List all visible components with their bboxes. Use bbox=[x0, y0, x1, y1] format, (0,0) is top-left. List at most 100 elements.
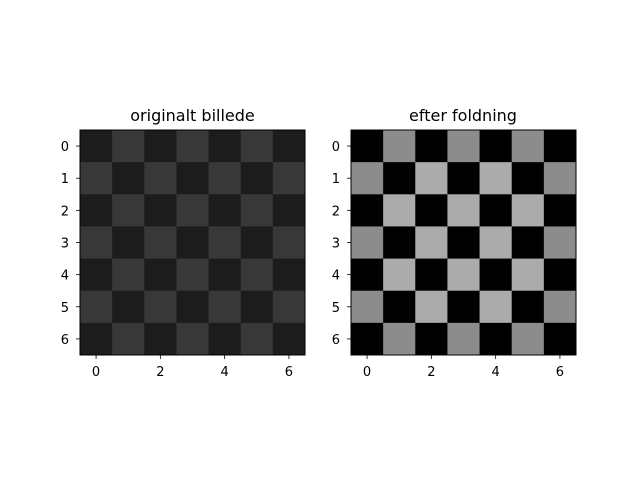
heatmap-cell-r1-c1 bbox=[112, 162, 145, 195]
heatmap-cell-r4-c6 bbox=[272, 258, 306, 292]
y-tick-label: 6 bbox=[61, 333, 69, 348]
heatmap-cell-r2-c0 bbox=[80, 194, 113, 227]
heatmap-cell-r0-c2 bbox=[144, 130, 177, 163]
y-tick-label: 1 bbox=[61, 172, 69, 187]
heatmap-cell-r6-c2 bbox=[144, 322, 177, 356]
heatmap-cell-r1-c2 bbox=[144, 162, 177, 195]
heatmap-cell-r5-c5 bbox=[240, 290, 274, 324]
heatmap-cell-r3-c6 bbox=[543, 226, 577, 259]
heatmap-cell-r5-c0 bbox=[80, 290, 113, 324]
heatmap-cell-r3-c5 bbox=[511, 226, 545, 259]
heatmap-cell-r0-c6 bbox=[543, 130, 577, 163]
heatmap-cell-r1-c5 bbox=[240, 162, 274, 195]
heatmap-cell-r5-c1 bbox=[112, 290, 145, 324]
heatmap-cell-r3-c2 bbox=[144, 226, 177, 259]
heatmap-cell-r5-c4 bbox=[208, 290, 242, 324]
heatmap-cell-r6-c1 bbox=[112, 322, 145, 356]
heatmap-cell-r0-c3 bbox=[447, 130, 480, 163]
y-tick-label: 5 bbox=[332, 301, 340, 316]
heatmap-cell-r6-c1 bbox=[383, 322, 416, 356]
heatmap-cell-r4-c4 bbox=[479, 258, 513, 292]
heatmap-cell-r3-c4 bbox=[479, 226, 513, 259]
heatmap-cell-r3-c2 bbox=[415, 226, 448, 259]
heatmap-cell-r2-c0 bbox=[351, 194, 384, 227]
heatmap-cell-r2-c4 bbox=[208, 194, 242, 227]
heatmap-cell-r0-c0 bbox=[351, 130, 384, 163]
x-tick-label: 2 bbox=[156, 365, 164, 380]
heatmap-cell-r4-c2 bbox=[144, 258, 177, 292]
heatmap-cell-r5-c6 bbox=[272, 290, 306, 324]
x-tick-label: 0 bbox=[363, 365, 371, 380]
heatmap-cell-r2-c3 bbox=[447, 194, 480, 227]
y-tick-label: 0 bbox=[61, 140, 69, 155]
heatmap-cell-r1-c0 bbox=[80, 162, 113, 195]
y-tick-label: 3 bbox=[61, 237, 69, 252]
heatmap-cell-r2-c6 bbox=[543, 194, 577, 227]
heatmap-cell-r6-c5 bbox=[240, 322, 274, 356]
panel-original-title: originalt billede bbox=[130, 106, 255, 125]
y-tick-label: 2 bbox=[332, 204, 340, 219]
y-tick-label: 5 bbox=[61, 301, 69, 316]
heatmap-cell-r4-c5 bbox=[511, 258, 545, 292]
heatmap-cell-r0-c5 bbox=[511, 130, 545, 163]
heatmap-cell-r6-c3 bbox=[447, 322, 480, 356]
heatmap-cell-r3-c3 bbox=[176, 226, 209, 259]
heatmap-cell-r5-c6 bbox=[543, 290, 577, 324]
heatmap-cell-r1-c4 bbox=[208, 162, 242, 195]
heatmap-cell-r3-c0 bbox=[80, 226, 113, 259]
heatmap-cell-r5-c2 bbox=[415, 290, 448, 324]
heatmap-cell-r4-c1 bbox=[112, 258, 145, 292]
x-tick-label: 2 bbox=[427, 365, 435, 380]
y-tick-label: 2 bbox=[61, 204, 69, 219]
heatmap-cell-r0-c5 bbox=[240, 130, 274, 163]
heatmap-cell-r0-c6 bbox=[272, 130, 306, 163]
heatmap-cell-r2-c5 bbox=[511, 194, 545, 227]
heatmap-cell-r6-c0 bbox=[80, 322, 113, 356]
heatmap-cell-r5-c3 bbox=[447, 290, 480, 324]
heatmap-cell-r5-c0 bbox=[351, 290, 384, 324]
x-tick-label: 4 bbox=[221, 365, 229, 380]
heatmap-cell-r3-c1 bbox=[383, 226, 416, 259]
heatmap-cell-r6-c6 bbox=[543, 322, 577, 356]
panel-convolved-cells bbox=[351, 130, 577, 356]
heatmap-cell-r2-c2 bbox=[144, 194, 177, 227]
heatmap-cell-r1-c4 bbox=[479, 162, 513, 195]
heatmap-cell-r0-c0 bbox=[80, 130, 113, 163]
y-tick-label: 6 bbox=[332, 333, 340, 348]
heatmap-cell-r1-c0 bbox=[351, 162, 384, 195]
heatmap-cell-r5-c2 bbox=[144, 290, 177, 324]
heatmap-cell-r3-c0 bbox=[351, 226, 384, 259]
heatmap-cell-r5-c1 bbox=[383, 290, 416, 324]
y-tick-label: 0 bbox=[332, 140, 340, 155]
heatmap-cell-r5-c3 bbox=[176, 290, 209, 324]
heatmap-cell-r1-c1 bbox=[383, 162, 416, 195]
heatmap-cell-r0-c3 bbox=[176, 130, 209, 163]
heatmap-cell-r6-c2 bbox=[415, 322, 448, 356]
y-tick-label: 3 bbox=[332, 237, 340, 252]
heatmap-cell-r1-c3 bbox=[176, 162, 209, 195]
x-tick-label: 0 bbox=[92, 365, 100, 380]
heatmap-cell-r6-c4 bbox=[208, 322, 242, 356]
heatmap-cell-r4-c4 bbox=[208, 258, 242, 292]
panel-original-cells bbox=[80, 130, 306, 356]
heatmap-cell-r5-c4 bbox=[479, 290, 513, 324]
heatmap-cell-r4-c6 bbox=[543, 258, 577, 292]
heatmap-cell-r2-c5 bbox=[240, 194, 274, 227]
y-tick-label: 1 bbox=[332, 172, 340, 187]
heatmap-cell-r4-c2 bbox=[415, 258, 448, 292]
heatmap-cell-r6-c6 bbox=[272, 322, 306, 356]
heatmap-cell-r4-c0 bbox=[80, 258, 113, 292]
y-tick-label: 4 bbox=[332, 269, 340, 284]
heatmap-cell-r2-c3 bbox=[176, 194, 209, 227]
heatmap-cell-r2-c6 bbox=[272, 194, 306, 227]
heatmap-cell-r1-c6 bbox=[272, 162, 306, 195]
heatmap-cell-r3-c5 bbox=[240, 226, 274, 259]
x-tick-label: 4 bbox=[492, 365, 500, 380]
heatmap-cell-r6-c4 bbox=[479, 322, 513, 356]
